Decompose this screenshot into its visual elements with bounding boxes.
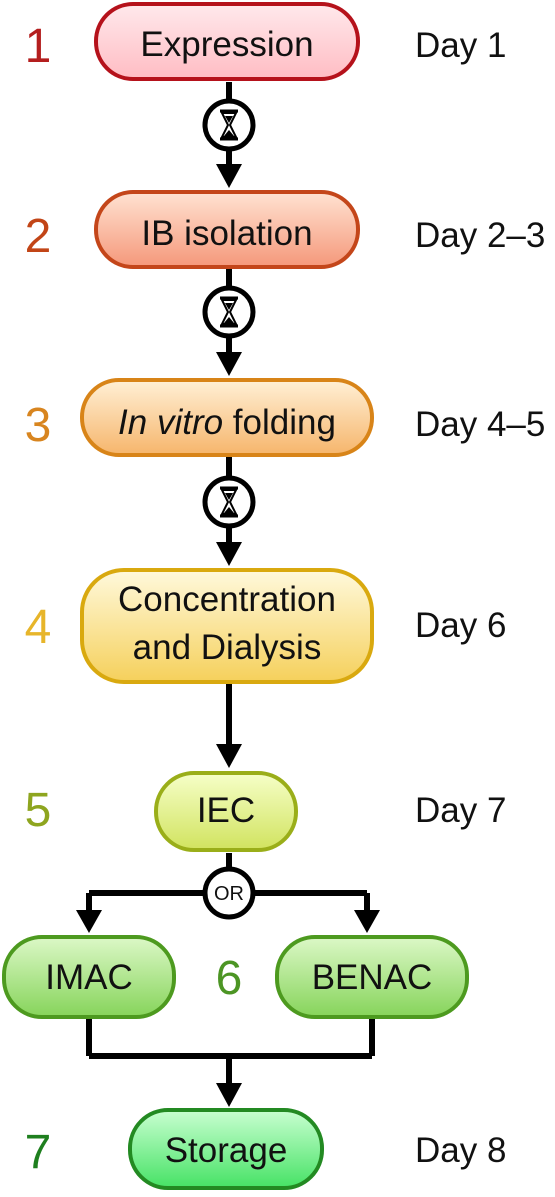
step-node-in-vitro-folding <box>80 378 374 457</box>
day-label-5: Day 7 <box>415 791 506 830</box>
step-label-expression: Expression <box>140 25 313 64</box>
or-label: OR <box>214 883 244 905</box>
arrowhead-4-5 <box>216 744 242 768</box>
step-label-imac: IMAC <box>45 958 133 997</box>
step-number-5: 5 <box>25 784 52 837</box>
step-number-4: 4 <box>25 601 52 654</box>
day-label-4: Day 6 <box>415 606 506 645</box>
or-branch-node: OR <box>202 866 256 920</box>
hourglass-icon <box>202 98 256 152</box>
step-label-storage: Storage <box>165 1131 288 1170</box>
day-label-2: Day 2–3 <box>415 216 545 255</box>
step-node-expression <box>94 2 360 81</box>
step-label-benac: BENAC <box>312 958 433 997</box>
step-label-concentration: Concentration <box>118 580 336 619</box>
step-label-and-dialysis: and Dialysis <box>133 628 322 667</box>
step-label-ib-isolation: IB isolation <box>141 214 312 253</box>
step-node-concentration-dialysis <box>80 568 374 684</box>
step-number-1: 1 <box>25 20 52 73</box>
step-node-imac <box>2 935 176 1019</box>
arrowhead-merge-7 <box>216 1083 242 1107</box>
hourglass-icon <box>202 285 256 339</box>
step-label-in-vitro-folding: In vitro folding <box>118 403 336 442</box>
step-node-benac <box>275 935 469 1019</box>
folding-text: folding <box>223 403 336 442</box>
step-node-storage <box>128 1108 324 1190</box>
day-label-3: Day 4–5 <box>415 405 545 444</box>
hourglass-icon <box>202 475 256 529</box>
step-number-2: 2 <box>25 210 52 263</box>
arrowhead-left <box>76 910 102 933</box>
step-label-iec: IEC <box>197 791 255 830</box>
day-label-1: Day 1 <box>415 26 506 65</box>
arrowhead-1-2 <box>216 164 242 188</box>
day-label-7: Day 8 <box>415 1131 506 1170</box>
step-number-7: 7 <box>25 1126 52 1179</box>
arrowhead-right <box>354 910 380 933</box>
arrowhead-2-3 <box>216 352 242 376</box>
step-number-3: 3 <box>25 399 52 452</box>
in-vitro-italic: In vitro <box>118 403 223 442</box>
step-node-ib-isolation <box>94 190 360 269</box>
arrowhead-3-4 <box>216 542 242 566</box>
step-number-6: 6 <box>216 952 243 1005</box>
connectors <box>76 82 380 1107</box>
step-node-iec <box>154 771 298 852</box>
